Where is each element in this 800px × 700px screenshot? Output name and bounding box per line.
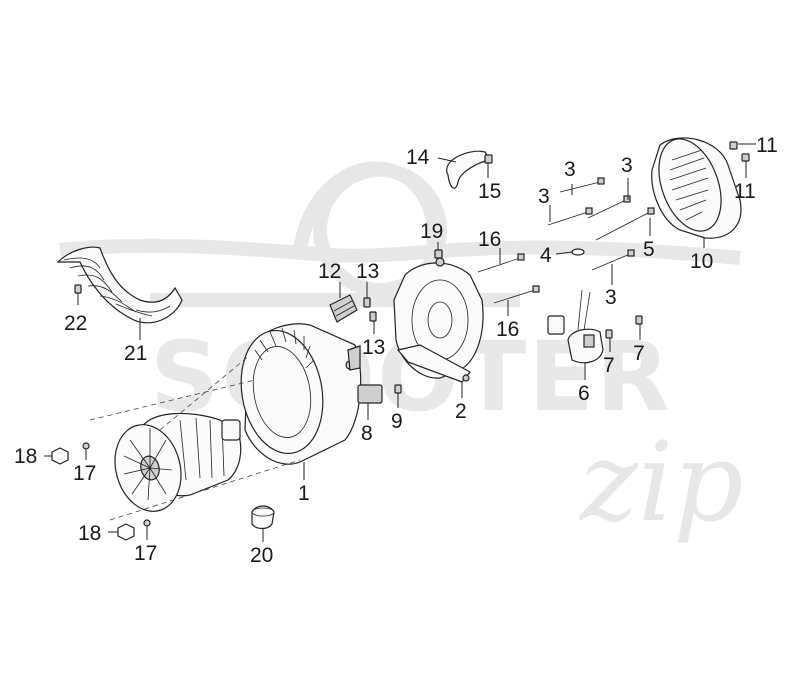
callout-13a: 13 <box>356 260 379 283</box>
part-bolt-22 <box>74 284 82 294</box>
part-bolt-3b <box>547 207 593 226</box>
part-nut-18b <box>117 523 135 541</box>
part-washer-4 <box>571 248 585 256</box>
part-end-bracket <box>393 257 484 383</box>
callout-4: 4 <box>540 244 552 267</box>
callout-16b: 16 <box>496 318 519 341</box>
callout-18b: 18 <box>78 522 101 545</box>
callout-17b: 17 <box>134 542 157 565</box>
part-regulator-6 <box>547 289 604 364</box>
callout-19: 19 <box>420 220 443 243</box>
watermark-script-text: zip <box>578 418 744 546</box>
callout-12: 12 <box>318 260 341 283</box>
part-bushing-20 <box>251 505 275 530</box>
part-long-bolt-16a <box>477 253 525 273</box>
part-washer-17a <box>82 442 90 450</box>
callout-1: 1 <box>298 482 310 505</box>
callout-21: 21 <box>124 342 147 365</box>
callout-8: 8 <box>361 422 373 445</box>
part-bolt-3c <box>587 195 631 219</box>
part-bolt-3d <box>591 249 635 271</box>
part-long-bolt-16b <box>493 285 540 304</box>
part-drive-belt <box>56 246 183 324</box>
part-screw-13-lower <box>369 311 377 322</box>
callout-17a: 17 <box>73 462 96 485</box>
callout-11b: 11 <box>734 180 756 203</box>
part-capacitor-8 <box>357 384 383 404</box>
callout-9: 9 <box>391 410 403 433</box>
part-cable-tie-14 <box>446 150 491 189</box>
part-screw-7a <box>605 329 613 339</box>
callout-10: 10 <box>690 250 713 273</box>
callout-3c: 3 <box>621 154 633 177</box>
watermark-scooter-silhouette <box>59 161 741 308</box>
callout-7a: 7 <box>603 354 615 377</box>
callout-20: 20 <box>250 544 273 567</box>
callout-18a: 18 <box>14 445 37 468</box>
part-washer-17b <box>143 519 151 527</box>
callout-14: 14 <box>406 146 430 169</box>
callout-6: 6 <box>578 382 590 405</box>
callout-11a: 11 <box>756 134 778 157</box>
callout-labels: 1 2 3 3 3 3 4 5 6 7 7 8 9 10 11 11 12 13… <box>14 134 778 567</box>
callout-15: 15 <box>478 180 501 203</box>
part-bolt-3a <box>559 177 605 193</box>
part-long-bolt-5 <box>595 207 655 241</box>
part-screw-15 <box>484 154 493 164</box>
part-end-cover <box>651 137 742 239</box>
part-screw-11b <box>741 153 750 162</box>
part-screw-9 <box>394 384 402 394</box>
callout-7b: 7 <box>633 342 645 365</box>
callout-22: 22 <box>64 312 87 335</box>
part-nut-18a <box>51 447 69 465</box>
part-brush-holder-12 <box>329 294 358 323</box>
part-rotor-fan <box>89 354 301 521</box>
part-terminal-clip <box>347 345 361 371</box>
callout-16a: 16 <box>478 228 501 251</box>
part-screw-13-upper <box>363 297 371 308</box>
leader-lines <box>44 143 756 542</box>
callout-5: 5 <box>643 238 655 261</box>
callout-2: 2 <box>455 400 467 423</box>
part-stator-housing <box>240 323 362 465</box>
callout-3a: 3 <box>564 158 576 181</box>
callout-3b: 3 <box>538 185 550 208</box>
part-screw-19 <box>434 249 443 259</box>
callout-3d: 3 <box>605 286 617 309</box>
callout-13b: 13 <box>362 336 385 359</box>
part-screw-11a <box>729 141 738 150</box>
part-screw-7b <box>635 315 643 325</box>
